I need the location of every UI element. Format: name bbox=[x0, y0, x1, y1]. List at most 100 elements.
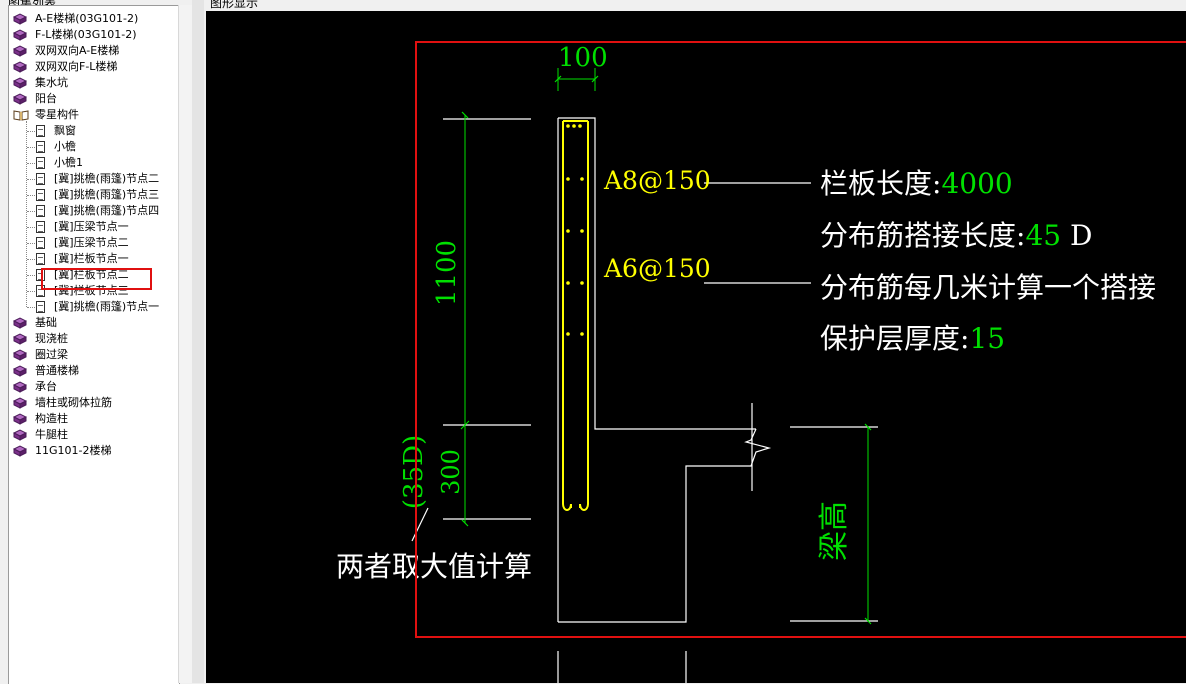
page-icon bbox=[36, 285, 45, 297]
tree-item[interactable]: [冀]栏板节点三 bbox=[9, 283, 179, 299]
tree-item[interactable]: 墙柱或砌体拉筋 bbox=[9, 395, 179, 411]
tree-item[interactable]: [冀]栏板节点一 bbox=[9, 251, 179, 267]
drawing-set-list-panel: 图集列表 A-E楼梯(03G101-2)F-L楼梯(03G101-2)双网双向A… bbox=[0, 0, 192, 684]
tree-item[interactable]: 飘窗 bbox=[9, 123, 179, 139]
cad-drawing: 100 1100 300 (35D) A8@150 A6@150 两者取大值计算… bbox=[336, 43, 1156, 683]
tree-item-label: 基础 bbox=[35, 316, 57, 329]
tree-connector bbox=[27, 163, 35, 164]
book-icon bbox=[12, 349, 28, 361]
drawing-canvas[interactable]: 100 1100 300 (35D) A8@150 A6@150 两者取大值计算… bbox=[206, 11, 1186, 683]
tree-item[interactable]: [冀]挑檐(雨篷)节点四 bbox=[9, 203, 179, 219]
tree-item[interactable]: 现浇桩 bbox=[9, 331, 179, 347]
tree-item[interactable]: 双网双向F-L楼梯 bbox=[9, 59, 179, 75]
tree-item[interactable]: [冀]栏板节点二 bbox=[9, 267, 179, 283]
tree-item[interactable]: 承台 bbox=[9, 379, 179, 395]
drawing-selection-frame bbox=[415, 41, 1186, 638]
dim-height-upper-text: 1100 bbox=[432, 240, 462, 306]
tree-item-label: 飘窗 bbox=[54, 124, 76, 137]
tree-item-label: [冀]压梁节点一 bbox=[54, 220, 129, 233]
dim-width-text: 100 bbox=[558, 43, 608, 73]
tree-item-label: 双网双向A-E楼梯 bbox=[35, 44, 120, 57]
tree-item[interactable]: 小檐 bbox=[9, 139, 179, 155]
tree-item[interactable]: 11G101-2楼梯 bbox=[9, 443, 179, 459]
beam-height-label: 梁高 bbox=[817, 501, 852, 561]
page-icon bbox=[36, 189, 45, 201]
tree-item[interactable]: 圈过梁 bbox=[9, 347, 179, 363]
tree-item-label: 小檐1 bbox=[54, 156, 83, 169]
book-icon bbox=[12, 381, 28, 393]
tree-connector bbox=[27, 307, 35, 308]
tree-connector bbox=[27, 275, 35, 276]
book-icon bbox=[12, 397, 28, 409]
tree-connector bbox=[27, 227, 35, 228]
tree-item[interactable]: [冀]挑檐(雨篷)节点一 bbox=[9, 299, 179, 315]
param-lap-interval: 分布筋每几米计算一个搭接 bbox=[820, 271, 1156, 304]
param-slab-length: 栏板长度:4000 bbox=[820, 167, 1013, 200]
book-icon bbox=[12, 61, 28, 73]
tree-item[interactable]: F-L楼梯(03G101-2) bbox=[9, 27, 179, 43]
param-cover-thickness: 保护层厚度:15 bbox=[820, 322, 1005, 355]
tree-connector-vertical bbox=[26, 121, 27, 307]
tree-item[interactable]: [冀]压梁节点一 bbox=[9, 219, 179, 235]
book-icon bbox=[12, 365, 28, 377]
rebar-label-a8: A8@150 bbox=[603, 166, 711, 195]
rebar-dots bbox=[566, 124, 584, 336]
tree-connector bbox=[27, 291, 35, 292]
tree-item[interactable]: 零星构件 bbox=[9, 107, 179, 123]
tree-connector bbox=[27, 179, 35, 180]
tree-item[interactable]: 构造柱 bbox=[9, 411, 179, 427]
tree-item[interactable]: 基础 bbox=[9, 315, 179, 331]
book-icon bbox=[12, 29, 28, 41]
page-icon bbox=[36, 173, 45, 185]
tree-item[interactable]: A-E楼梯(03G101-2) bbox=[9, 11, 179, 27]
tree-item[interactable]: 集水坑 bbox=[9, 75, 179, 91]
tree-item-label: 零星构件 bbox=[35, 108, 79, 121]
tree-item[interactable]: 双网双向A-E楼梯 bbox=[9, 43, 179, 59]
tree-item-label: F-L楼梯(03G101-2) bbox=[35, 28, 137, 41]
tree-item-label: 集水坑 bbox=[35, 76, 68, 89]
book-icon bbox=[12, 429, 28, 441]
tree-connector bbox=[27, 211, 35, 212]
tree-item[interactable]: 普通楼梯 bbox=[9, 363, 179, 379]
tree-item[interactable]: 阳台 bbox=[9, 91, 179, 107]
page-icon bbox=[36, 253, 45, 265]
rebar-cage bbox=[562, 120, 589, 511]
panel-splitter[interactable] bbox=[192, 0, 204, 683]
tree-item-label: 构造柱 bbox=[35, 412, 68, 425]
tree-item-label: 承台 bbox=[35, 380, 57, 393]
book-icon bbox=[12, 445, 28, 457]
tree-item-label: [冀]栏板节点二 bbox=[54, 268, 129, 281]
dimension-lines bbox=[460, 68, 872, 625]
graphic-display-title: 图形显示 bbox=[210, 0, 259, 10]
tree-item-label: [冀]栏板节点一 bbox=[54, 252, 129, 265]
drawing-set-tree[interactable]: A-E楼梯(03G101-2)F-L楼梯(03G101-2) 双网双向A-E楼梯双… bbox=[8, 5, 180, 684]
tree-connector bbox=[27, 147, 35, 148]
tree-item-label: [冀]挑檐(雨篷)节点一 bbox=[54, 300, 160, 313]
page-icon bbox=[36, 237, 45, 249]
tree-item[interactable]: [冀]压梁节点二 bbox=[9, 235, 179, 251]
tree-item[interactable]: 牛腿柱 bbox=[9, 427, 179, 443]
page-icon bbox=[36, 205, 45, 217]
tree-item-label: [冀]挑檐(雨篷)节点三 bbox=[54, 188, 160, 201]
page-icon bbox=[36, 301, 45, 313]
tree-item[interactable]: 小檐1 bbox=[9, 155, 179, 171]
tree-item-label: 11G101-2楼梯 bbox=[35, 444, 112, 457]
tree-item-label: 普通楼梯 bbox=[35, 364, 79, 377]
tree-connector bbox=[27, 259, 35, 260]
tree-vertical-scrollbar[interactable] bbox=[178, 5, 192, 683]
tree-item[interactable]: [冀]挑檐(雨篷)节点三 bbox=[9, 187, 179, 203]
dim-height-lower-text: 300 bbox=[437, 449, 465, 495]
max-value-note: 两者取大值计算 bbox=[336, 550, 532, 583]
tree-item-label: [冀]挑檐(雨篷)节点四 bbox=[54, 204, 160, 217]
tree-item[interactable]: [冀]挑檐(雨篷)节点二 bbox=[9, 171, 179, 187]
book-icon bbox=[12, 93, 28, 105]
tree-item-label: 阳台 bbox=[35, 92, 57, 105]
tree-item-label: [冀]压梁节点二 bbox=[54, 236, 129, 249]
book-icon bbox=[12, 413, 28, 425]
tree-item-label: 现浇桩 bbox=[35, 332, 68, 345]
book-icon bbox=[12, 45, 28, 57]
page-icon bbox=[36, 125, 45, 137]
tree-item-label: 双网双向F-L楼梯 bbox=[35, 60, 118, 73]
page-icon bbox=[36, 141, 45, 153]
book-icon bbox=[12, 317, 28, 329]
